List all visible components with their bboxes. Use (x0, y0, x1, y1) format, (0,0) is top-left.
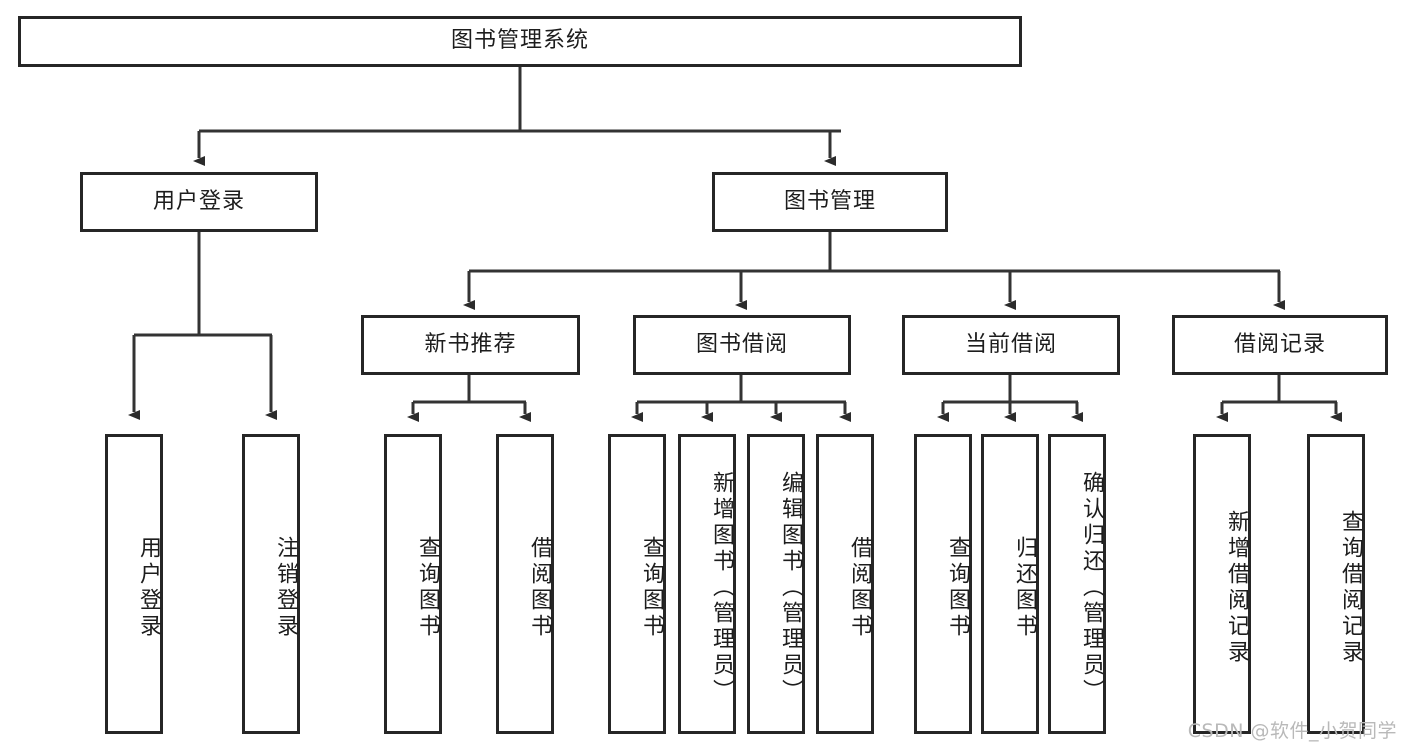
node-current-borrow[interactable]: 当前借阅 (902, 315, 1120, 375)
node-root-label: 图书管理系统 (450, 28, 589, 54)
node-current-borrow-label: 当前借阅 (964, 331, 1057, 357)
node-leaf-query-book-3-label: 查询图书 (945, 536, 970, 640)
node-leaf-query-book-2-label: 查询图书 (639, 536, 664, 640)
node-new-book-rec[interactable]: 新书推荐 (361, 315, 580, 375)
node-leaf-add-record[interactable]: 新增借阅记录 (1193, 434, 1251, 734)
node-leaf-borrow-book-2[interactable]: 借阅图书 (816, 434, 874, 734)
node-leaf-add-book-label: 新增图书（管理员） (709, 471, 734, 705)
node-leaf-query-book-1[interactable]: 查询图书 (384, 434, 442, 734)
node-leaf-user-logout[interactable]: 注销登录 (242, 434, 300, 734)
node-book-borrow[interactable]: 图书借阅 (633, 315, 851, 375)
node-leaf-borrow-book-1-label: 借阅图书 (527, 536, 552, 640)
node-leaf-borrow-book-2-label: 借阅图书 (847, 536, 872, 640)
node-leaf-return-book-label: 归还图书 (1012, 536, 1037, 640)
node-leaf-edit-book[interactable]: 编辑图书（管理员） (747, 434, 805, 734)
node-leaf-add-book[interactable]: 新增图书（管理员） (678, 434, 736, 734)
node-leaf-user-login[interactable]: 用户登录 (105, 434, 163, 734)
node-user-login-label: 用户登录 (152, 188, 245, 214)
node-leaf-confirm-return-label: 确认归还（管理员） (1079, 471, 1104, 705)
node-borrow-record-label: 借阅记录 (1233, 331, 1326, 357)
node-leaf-query-book-1-label: 查询图书 (415, 536, 440, 640)
node-leaf-user-login-label: 用户登录 (136, 536, 161, 640)
node-leaf-confirm-return[interactable]: 确认归还（管理员） (1048, 434, 1106, 734)
node-leaf-query-record[interactable]: 查询借阅记录 (1307, 434, 1365, 734)
node-borrow-record[interactable]: 借阅记录 (1172, 315, 1388, 375)
node-leaf-edit-book-label: 编辑图书（管理员） (778, 471, 803, 705)
node-leaf-query-book-3[interactable]: 查询图书 (914, 434, 972, 734)
node-user-login[interactable]: 用户登录 (80, 172, 318, 232)
node-book-manage[interactable]: 图书管理 (712, 172, 948, 232)
node-leaf-return-book[interactable]: 归还图书 (981, 434, 1039, 734)
node-leaf-user-logout-label: 注销登录 (273, 536, 298, 640)
node-root[interactable]: 图书管理系统 (18, 16, 1022, 67)
node-new-book-rec-label: 新书推荐 (424, 331, 517, 357)
node-book-borrow-label: 图书借阅 (695, 331, 788, 357)
node-leaf-add-record-label: 新增借阅记录 (1224, 510, 1249, 666)
node-leaf-query-record-label: 查询借阅记录 (1338, 510, 1363, 666)
node-book-manage-label: 图书管理 (783, 188, 876, 214)
node-leaf-borrow-book-1[interactable]: 借阅图书 (496, 434, 554, 734)
node-leaf-query-book-2[interactable]: 查询图书 (608, 434, 666, 734)
